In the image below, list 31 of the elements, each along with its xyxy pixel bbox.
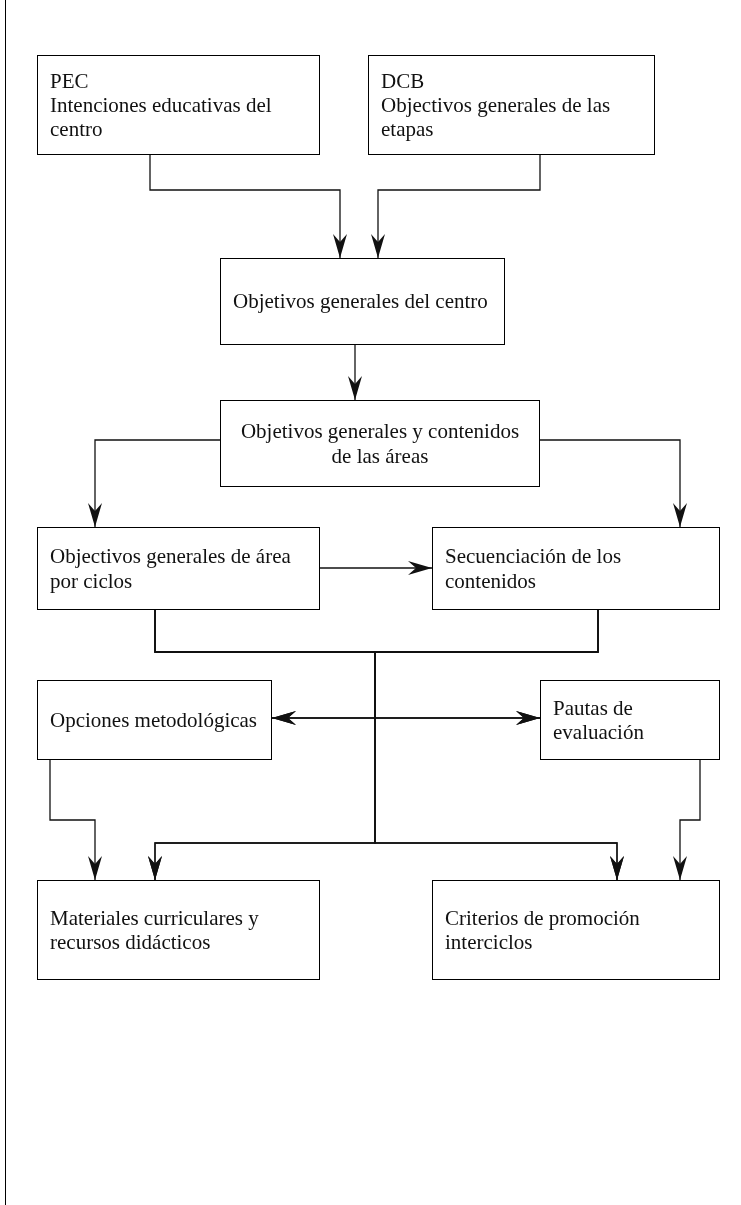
box-text: Pautas de evaluación <box>553 695 645 745</box>
arrow <box>319 561 433 575</box>
arrow <box>149 154 347 259</box>
box-text: Objectivos generales de las etapas <box>381 92 612 142</box>
box-text: Materiales curriculares y recursos didácticos <box>50 905 260 955</box>
box-text: Criterios de promoción interciclos <box>445 905 641 955</box>
box-text: Secuenciación de los contenidos <box>445 544 623 593</box>
arrow <box>348 344 362 401</box>
process-box <box>540 680 720 760</box>
process-box <box>220 258 505 345</box>
arrow <box>374 609 624 881</box>
box-text: PEC <box>50 68 89 93</box>
arrow <box>88 439 221 528</box>
process-box <box>37 680 272 760</box>
arrow <box>371 154 541 259</box>
arrow <box>539 439 687 528</box>
box-text: Opciones metodológicas <box>50 707 258 733</box>
box-text: Objetivos generales del centro <box>233 289 488 314</box>
process-box <box>37 55 320 155</box>
process-box <box>432 880 720 980</box>
process-box <box>37 527 320 610</box>
process-box <box>220 400 540 487</box>
box-text: DCB <box>381 68 425 93</box>
box-text: Intenciones educativas del centro <box>50 92 273 142</box>
process-box <box>368 55 655 155</box>
arrow <box>49 759 102 881</box>
box-text: Objetivos generales y contenidos de las áreas <box>239 419 521 468</box>
box-text: Objectivos generales de área por ciclos <box>50 544 292 593</box>
arrow <box>673 759 701 881</box>
process-box <box>432 527 720 610</box>
process-box <box>37 880 320 980</box>
